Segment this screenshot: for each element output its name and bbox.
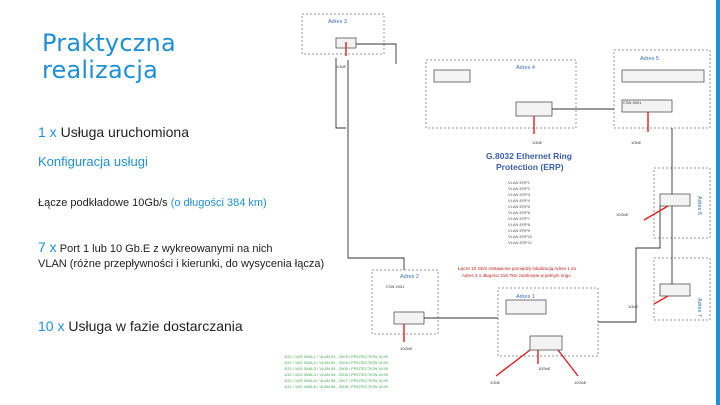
adres3-port: 1GbE (336, 64, 347, 69)
adres7-label: Adres 7 (696, 298, 702, 317)
legend-line: 1G2 / 10G 3048-2 / VLAN 92 - 2004 / PROT… (284, 360, 389, 365)
access-line (557, 349, 579, 377)
network-diagram: Adres 3 1GbE Adres 5 CSN 3001 1GbE Adres… (284, 13, 711, 389)
item2-text-b: VLAN (różne przepływności i kierunki, do… (38, 258, 325, 270)
adres2-device (393, 311, 425, 325)
ring-line (598, 206, 661, 323)
adres6-label: Adres 6 (696, 196, 702, 215)
item-ports: 7 x Port 1 lub 10 Gb.E z wykreowanymi na… (38, 240, 338, 272)
adres5-box (613, 49, 711, 129)
adres4-device-b (515, 101, 553, 117)
legend-line: 1G2 / 10G 3048-6 / VLAN 96 - 2008 / PROT… (284, 384, 389, 389)
adres2-label: Adres 2 (400, 274, 419, 280)
vlan-item: VLAN ERP2 (508, 186, 531, 191)
title-line-1: Praktyczna (42, 29, 176, 57)
title-line-2: realizacja (42, 56, 159, 84)
link-length: (o długości 384 km) (170, 197, 267, 209)
adres5-label: Adres 5 (640, 56, 659, 62)
backbone-link: Łącze podkładowe 10Gb/s (o długości 384 … (38, 197, 267, 209)
adres2-csn: CSN 2001 (386, 284, 405, 289)
vlan-item: VLAN ERP6 (508, 210, 531, 215)
legend-line: 1G2 / 10G 3048-3 / VLAN 93 - 2005 / PROT… (284, 366, 389, 371)
adres4-port: 1GbE (532, 140, 543, 145)
vlan-item: VLAN ERP3 (508, 192, 531, 197)
adres7-device (659, 283, 691, 297)
vlan-item: VLAN ERP4 (508, 198, 531, 203)
adres1-device-b (529, 335, 563, 351)
adres4-device-a (433, 69, 471, 83)
slide-title: Praktyczna realizacja (42, 30, 176, 84)
vlan-item: VLAN ERP8 (508, 222, 531, 227)
legend-line: 1G2 / 10G 3048-1 / VLAN 91 - 2003 / PROT… (284, 354, 389, 359)
adres5-device (621, 99, 673, 113)
service-config-heading: Konfiguracja usługi (38, 154, 148, 169)
bottom-legend: 1G2 / 10G 3048-1 / VLAN 91 - 2003 / PROT… (284, 354, 389, 389)
ring-note-2: Adres 3 o długości 318,7km zamknięte w j… (462, 273, 571, 278)
legend-line: 1G2 / 10G 3048-4 / VLAN 94 - 2006 / PROT… (284, 372, 389, 377)
adres1-port: 10GbE (538, 366, 551, 371)
adres4-label: Adres 4 (516, 65, 535, 71)
adres7-port: 1GbE (628, 304, 639, 309)
vlan-item: VLAN ERP5 (508, 204, 531, 209)
accent-bar (716, 0, 720, 405)
item3-count: 10 x (38, 318, 65, 334)
adres5-port: 1GbE (631, 140, 642, 145)
adres2-port: 10GbE (400, 346, 413, 351)
link-text: Łącze podkładowe 10Gb/s (38, 197, 168, 209)
ring-line (356, 43, 397, 64)
item2-count: 7 x (38, 239, 57, 255)
adres6-device (659, 193, 691, 207)
adres1-label: Adres 1 (516, 294, 535, 300)
item1-text: Usługa uruchomiona (60, 124, 189, 140)
item-in-delivery: 10 x Usługa w fazie dostarczania (38, 318, 243, 334)
item2-text-a: Port 1 lub 10 Gb.E z wykreowanymi na nic… (59, 243, 273, 255)
access-line (495, 349, 531, 377)
item1-count: 1 x (38, 124, 57, 140)
vlan-item: VLAN ERP1 (508, 180, 531, 185)
adres6-port: 10GbE (616, 212, 629, 217)
erp-title-2: Protection (ERP) (496, 162, 564, 172)
item3-text: Usługa w fazie dostarczania (68, 318, 243, 334)
legend-line: 1G2 / 10G 3048-5 / VLAN 95 - 2007 / PROT… (284, 378, 389, 383)
vlan-item: VLAN ERP11 (508, 240, 533, 245)
vlan-item: VLAN ERP9 (508, 228, 531, 233)
ring-line (347, 60, 405, 270)
access-line (653, 295, 669, 305)
adres5-device-top (621, 69, 705, 83)
bottom-port-1gbe: 1GbE (490, 380, 501, 385)
access-line (643, 205, 669, 221)
erp-title-1: G.8032 Ethernet Ring (486, 151, 572, 161)
adres1-device-a (505, 299, 547, 315)
adres3-label: Adres 3 (328, 19, 347, 25)
bottom-port-10gbe: 10GbE (574, 380, 587, 385)
vlan-item: VLAN ERP10 (508, 234, 533, 239)
adres5-csn: CSN 3001 (623, 100, 642, 105)
item-active-service: 1 x Usługa uruchomiona (38, 124, 189, 140)
vlan-item: VLAN ERP7 (508, 216, 531, 221)
ring-note-1: Łącze 10 Gb/s zestawione pomiędzy lokali… (458, 266, 577, 271)
vlan-list: VLAN ERP1 VLAN ERP2 VLAN ERP3 VLAN ERP4 … (508, 180, 533, 245)
ring-line (335, 58, 346, 129)
